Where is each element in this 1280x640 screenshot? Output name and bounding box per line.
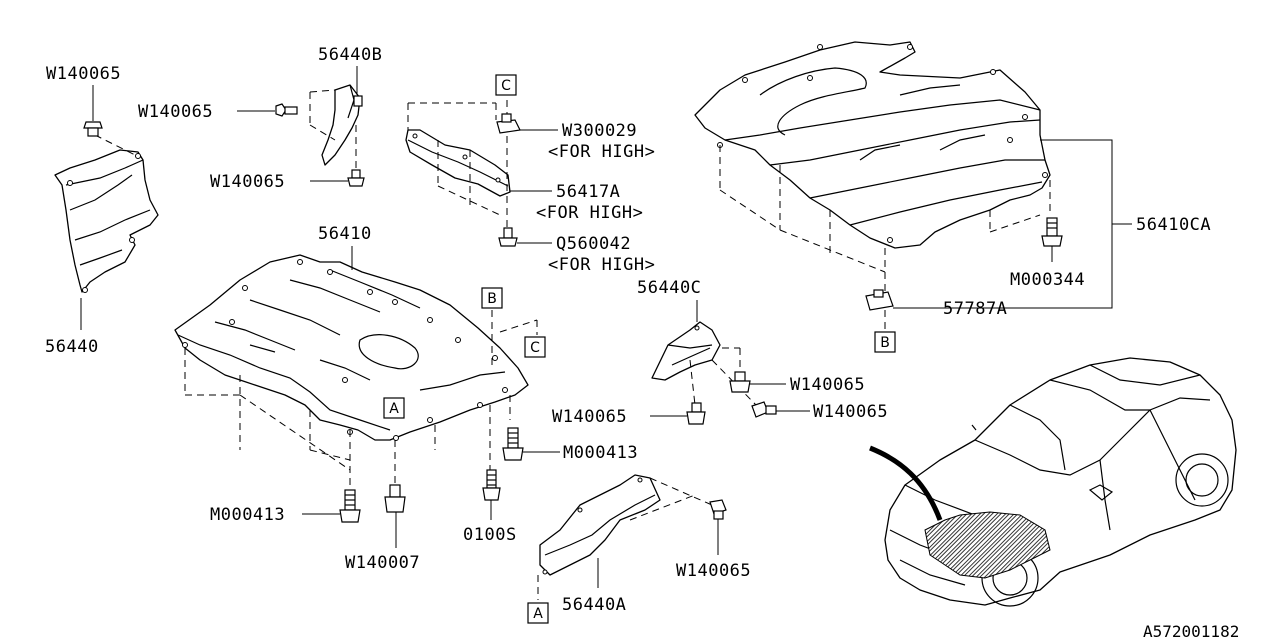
clip-w140065-f: [751, 401, 777, 418]
part-56440b: [309, 84, 363, 170]
fastener-q560042: [498, 227, 518, 247]
bolt-m000344: [1041, 217, 1063, 247]
label-m000413-left: M000413: [210, 505, 285, 525]
label-w140065-a: W140065: [46, 64, 121, 84]
bolt-m000413-right: [502, 427, 524, 461]
bolt-m000413-left: [339, 489, 361, 523]
label-0100s: 0100S: [463, 525, 517, 545]
svg-text:B: B: [880, 335, 890, 351]
part-56440: [54, 134, 159, 293]
fastener-w140065-b: [275, 103, 298, 117]
label-56440b: 56440B: [318, 45, 382, 65]
label-56410: 56410: [318, 224, 372, 244]
part-56440a: [537, 474, 713, 600]
label-56417a: 56417A: [556, 182, 620, 202]
svg-text:B: B: [487, 291, 497, 307]
label-w140065-c: W140065: [210, 172, 285, 192]
label-56410ca: 56410CA: [1136, 215, 1211, 235]
label-57787a: 57787A: [943, 299, 1007, 319]
car-locator-illustration: [869, 357, 1237, 607]
ref-box-b-left: B: [481, 287, 503, 309]
label-56440: 56440: [45, 337, 99, 357]
ref-box-c-top: C: [495, 74, 517, 96]
catalog-id: A572001182: [1143, 622, 1239, 640]
ref-box-c-right: C: [524, 336, 546, 358]
ref-box-a-center: A: [383, 397, 405, 419]
label-56440c: 56440C: [637, 278, 701, 298]
note-q560042: <FOR HIGH>: [548, 255, 655, 275]
label-w140065-f: W140065: [813, 402, 888, 422]
svg-text:C: C: [530, 340, 540, 356]
label-q560042: Q560042: [556, 234, 631, 254]
svg-text:A: A: [533, 606, 543, 622]
label-w140007: W140007: [345, 553, 420, 573]
label-w140065-b: W140065: [138, 102, 213, 122]
svg-text:A: A: [389, 401, 399, 417]
ref-box-a-bottom: A: [527, 602, 549, 624]
part-56410ca: [694, 41, 1051, 292]
fastener-w140065-a: [83, 85, 103, 137]
clip-w140065-d: [729, 371, 751, 393]
fastener-w300029: [496, 113, 521, 134]
label-w140065-lower: W140065: [676, 561, 751, 581]
bolt-0100s: [482, 469, 501, 501]
svg-text:C: C: [501, 78, 511, 94]
label-56440a: 56440A: [562, 595, 626, 615]
part-56410: [174, 254, 538, 490]
clip-w140007: [384, 484, 406, 513]
clip-w140065-lower: [709, 499, 727, 520]
part-56440c: [651, 321, 757, 406]
note-w300029: <FOR HIGH>: [548, 142, 655, 162]
note-56417a: <FOR HIGH>: [536, 203, 643, 223]
ref-box-b-right: B: [874, 331, 896, 353]
nut-57787a: [865, 289, 894, 311]
fastener-w140065-c: [347, 169, 365, 187]
label-m000413-right: M000413: [563, 443, 638, 463]
label-w300029: W300029: [562, 121, 637, 141]
label-w140065-e: W140065: [552, 407, 627, 427]
clip-w140065-e: [686, 402, 706, 425]
part-56417a: [405, 100, 511, 235]
label-w140065-d: W140065: [790, 375, 865, 395]
label-m000344: M000344: [1010, 270, 1085, 290]
